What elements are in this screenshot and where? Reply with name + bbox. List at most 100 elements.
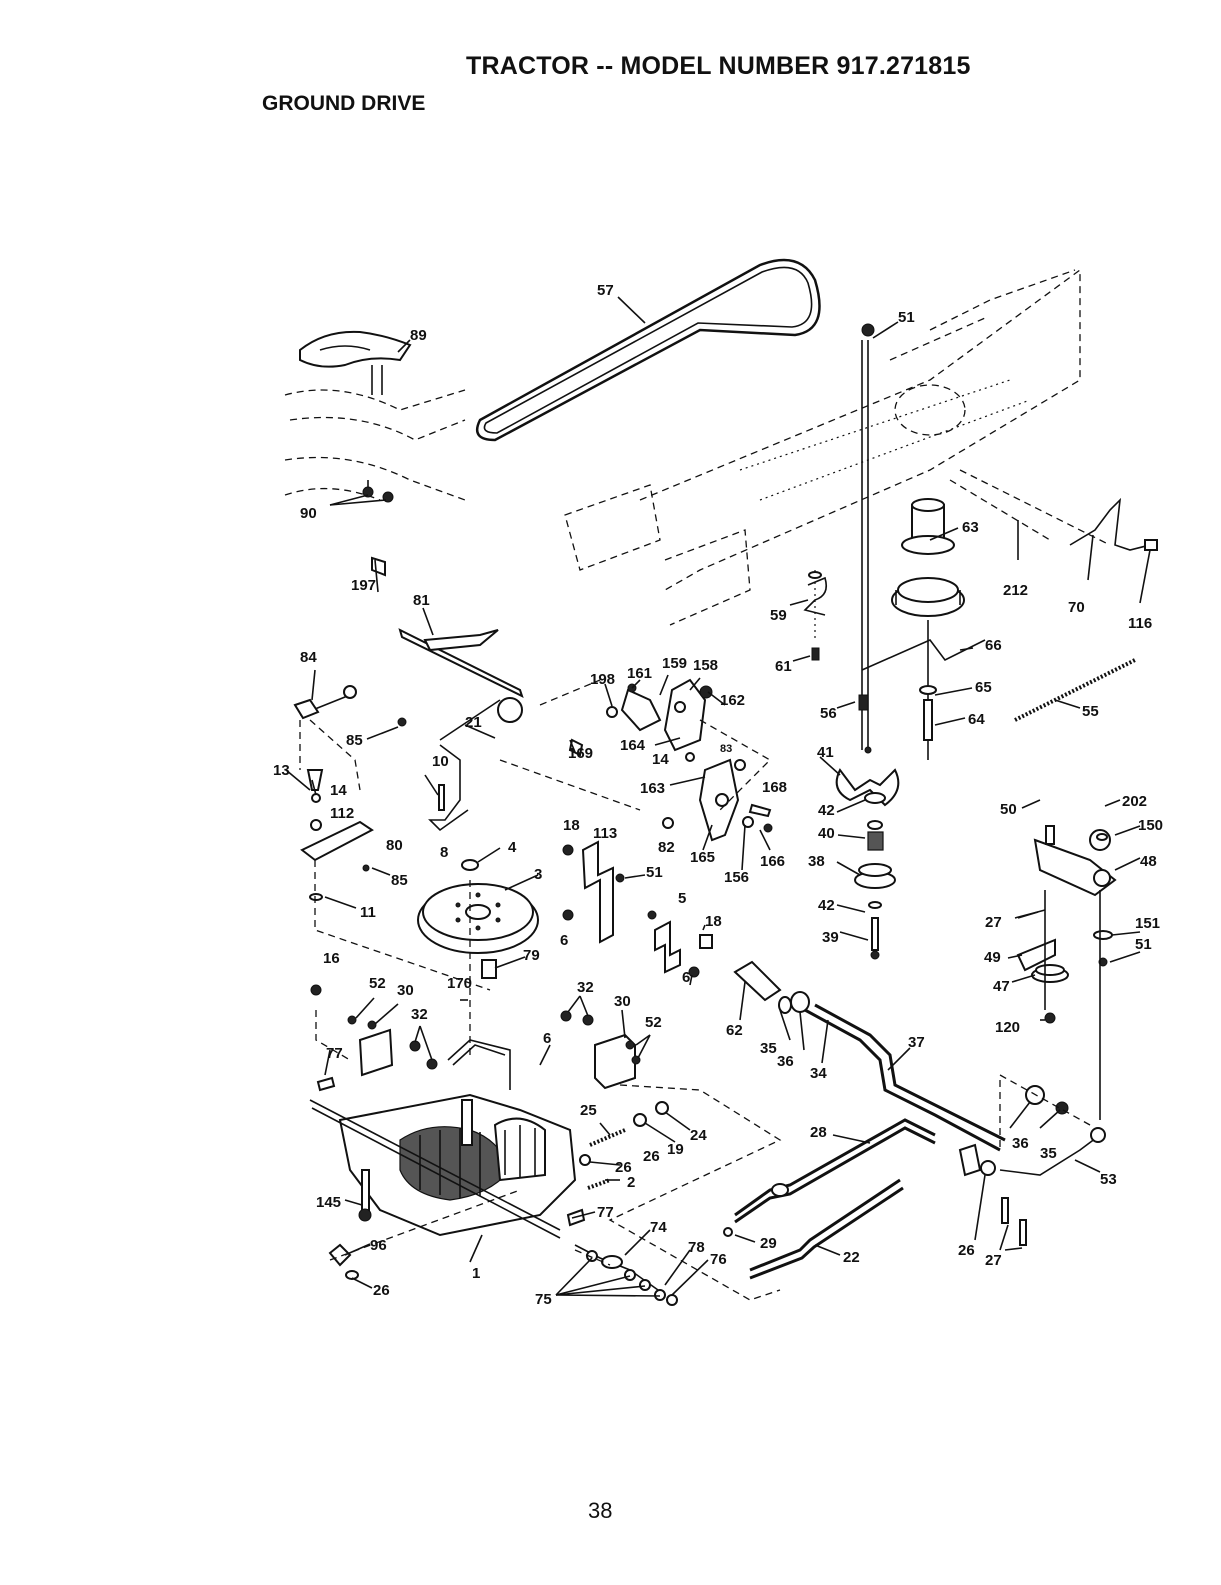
drive-belt xyxy=(475,258,821,442)
part-label-34: 34 xyxy=(810,1065,827,1082)
part-label-41: 41 xyxy=(817,744,834,761)
fender-area xyxy=(284,330,466,506)
part-label-38: 38 xyxy=(808,853,825,870)
part-label-168: 168 xyxy=(762,779,787,796)
part-label-198: 198 xyxy=(590,671,615,688)
part-label-16: 16 xyxy=(323,950,340,967)
part-label-170: 170 xyxy=(447,975,472,992)
springs-hardware xyxy=(579,1101,669,1190)
part-label-30: 30 xyxy=(397,982,414,999)
part-label-27: 27 xyxy=(985,1252,1002,1269)
part-label-6: 6 xyxy=(560,932,568,949)
part-label-83: 83 xyxy=(720,743,732,755)
part-label-63: 63 xyxy=(962,519,979,536)
page-title: TRACTOR -- MODEL NUMBER 917.271815 xyxy=(466,52,971,80)
part-label-26: 26 xyxy=(615,1159,632,1176)
engine-pulley-stack xyxy=(835,323,986,960)
part-label-76: 76 xyxy=(710,1251,727,1268)
part-label-77: 77 xyxy=(597,1204,614,1221)
part-label-29: 29 xyxy=(760,1235,777,1252)
transmission-pulley xyxy=(417,859,539,979)
part-label-96: 96 xyxy=(370,1237,387,1254)
part-label-81: 81 xyxy=(413,592,430,609)
part-label-51: 51 xyxy=(646,864,663,881)
part-label-13: 13 xyxy=(273,762,290,779)
part-label-84: 84 xyxy=(300,649,317,666)
part-label-57: 57 xyxy=(597,282,614,299)
part-label-37: 37 xyxy=(908,1034,925,1051)
part-label-85: 85 xyxy=(346,732,363,749)
part-label-42: 42 xyxy=(818,897,835,914)
part-label-151: 151 xyxy=(1135,915,1160,932)
part-label-5: 5 xyxy=(678,890,686,907)
spring-and-rod xyxy=(1014,497,1158,722)
part-label-39: 39 xyxy=(822,929,839,946)
part-label-26: 26 xyxy=(373,1282,390,1299)
part-label-197: 197 xyxy=(351,577,376,594)
part-label-47: 47 xyxy=(993,978,1010,995)
part-label-80: 80 xyxy=(386,837,403,854)
part-label-48: 48 xyxy=(1140,853,1157,870)
brake-brackets xyxy=(310,678,773,1090)
part-label-14: 14 xyxy=(330,782,347,799)
part-label-49: 49 xyxy=(984,949,1001,966)
part-labels: 57 89 51 90 63 212 70 116 197 81 59 61 6… xyxy=(273,282,1163,1308)
part-label-4: 4 xyxy=(508,839,517,856)
part-label-35: 35 xyxy=(760,1040,777,1057)
part-label-150: 150 xyxy=(1138,817,1163,834)
assembly-leaders xyxy=(299,570,1091,1301)
part-label-70: 70 xyxy=(1068,599,1085,616)
part-label-77: 77 xyxy=(326,1045,343,1062)
part-label-113: 113 xyxy=(593,825,617,842)
part-label-212: 212 xyxy=(1003,582,1028,599)
axle-washers xyxy=(574,1227,733,1306)
part-label-2: 2 xyxy=(627,1174,635,1191)
part-label-159: 159 xyxy=(662,655,687,672)
part-label-52: 52 xyxy=(645,1014,662,1031)
part-label-25: 25 xyxy=(580,1102,597,1119)
shift-assembly xyxy=(293,556,524,901)
part-label-36: 36 xyxy=(1012,1135,1029,1152)
transaxle xyxy=(309,1039,586,1280)
drive-rods xyxy=(733,960,1106,1280)
part-label-24: 24 xyxy=(690,1127,707,1144)
part-label-145: 145 xyxy=(316,1194,341,1211)
part-label-61: 61 xyxy=(775,658,792,675)
part-label-53: 53 xyxy=(1100,1171,1117,1188)
part-label-202: 202 xyxy=(1122,793,1147,810)
part-label-28: 28 xyxy=(810,1124,827,1141)
callout-leaders xyxy=(285,296,1151,1297)
part-label-50: 50 xyxy=(1000,801,1017,818)
part-label-26: 26 xyxy=(643,1148,660,1165)
part-label-21: 21 xyxy=(465,714,482,731)
part-label-82: 82 xyxy=(658,839,675,856)
part-label-14: 14 xyxy=(652,751,669,768)
part-label-18: 18 xyxy=(705,913,722,930)
part-label-19: 19 xyxy=(667,1141,684,1158)
part-label-166: 166 xyxy=(760,853,785,870)
part-label-156: 156 xyxy=(724,869,749,886)
part-label-30: 30 xyxy=(614,993,631,1010)
part-label-55: 55 xyxy=(1082,703,1099,720)
part-label-3: 3 xyxy=(534,866,542,883)
part-label-120: 120 xyxy=(995,1019,1020,1036)
part-label-56: 56 xyxy=(820,705,837,722)
idler-bracket-assembly xyxy=(1014,825,1117,1120)
part-label-22: 22 xyxy=(843,1249,860,1266)
part-label-6: 6 xyxy=(682,969,690,986)
part-label-164: 164 xyxy=(620,737,646,754)
part-label-51: 51 xyxy=(898,309,915,326)
section-title: GROUND DRIVE xyxy=(262,92,426,115)
part-label-116: 116 xyxy=(1128,615,1152,632)
part-label-79: 79 xyxy=(523,947,540,964)
part-label-59: 59 xyxy=(770,607,787,624)
part-label-78: 78 xyxy=(688,1239,705,1256)
part-label-64: 64 xyxy=(968,711,985,728)
part-label-10: 10 xyxy=(432,753,449,770)
part-label-165: 165 xyxy=(690,849,715,866)
part-label-74: 74 xyxy=(650,1219,667,1236)
part-label-163: 163 xyxy=(640,780,665,797)
part-label-75: 75 xyxy=(535,1291,552,1308)
tractor-frame xyxy=(564,268,1111,626)
part-label-90: 90 xyxy=(300,505,317,522)
